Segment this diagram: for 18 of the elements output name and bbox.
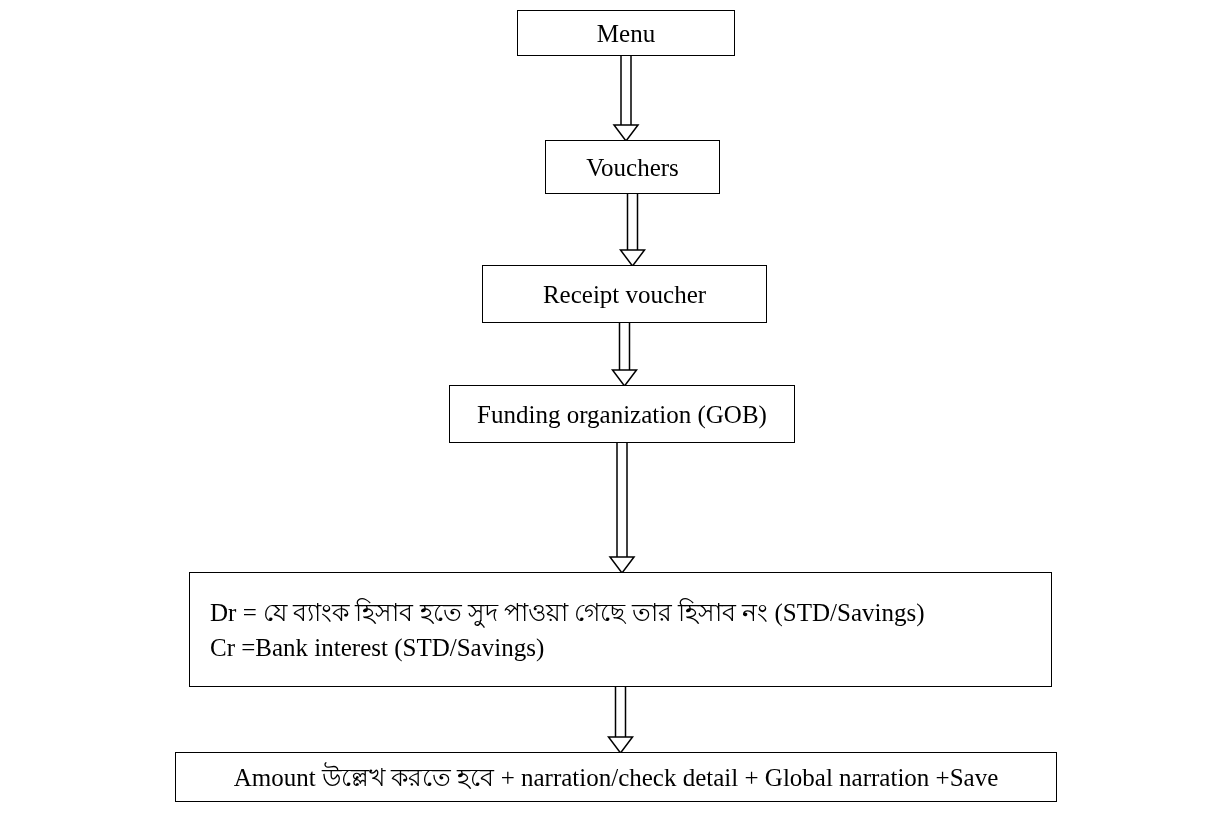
- box-text: Dr = যে ব্যাংক হিসাব হতে সুদ পাওয়া গেছে তার হিসাব নং (STD/Savings): [210, 597, 925, 630]
- process-box: [449, 385, 795, 443]
- box-text: Receipt voucher: [542, 279, 707, 310]
- hollow-arrow: [609, 441, 635, 574]
- process-box: [175, 752, 1057, 802]
- box-text: Menu: [596, 18, 656, 49]
- hollow-arrow: [619, 192, 646, 267]
- process-box: [189, 572, 1052, 687]
- process-box: [517, 10, 735, 56]
- box-text: Cr =Bank interest (STD/Savings): [210, 632, 545, 664]
- hollow-arrow: [613, 54, 639, 142]
- process-box: [545, 140, 720, 194]
- box-text: Vouchers: [586, 152, 679, 183]
- hollow-arrow: [607, 685, 634, 754]
- box-text: Amount উল্লেখ করতে হবে + narration/check detail + Global narration +Save: [233, 761, 999, 793]
- process-box: [482, 265, 767, 323]
- hollow-arrow: [611, 321, 638, 387]
- box-text: Funding organization (GOB): [477, 399, 767, 431]
